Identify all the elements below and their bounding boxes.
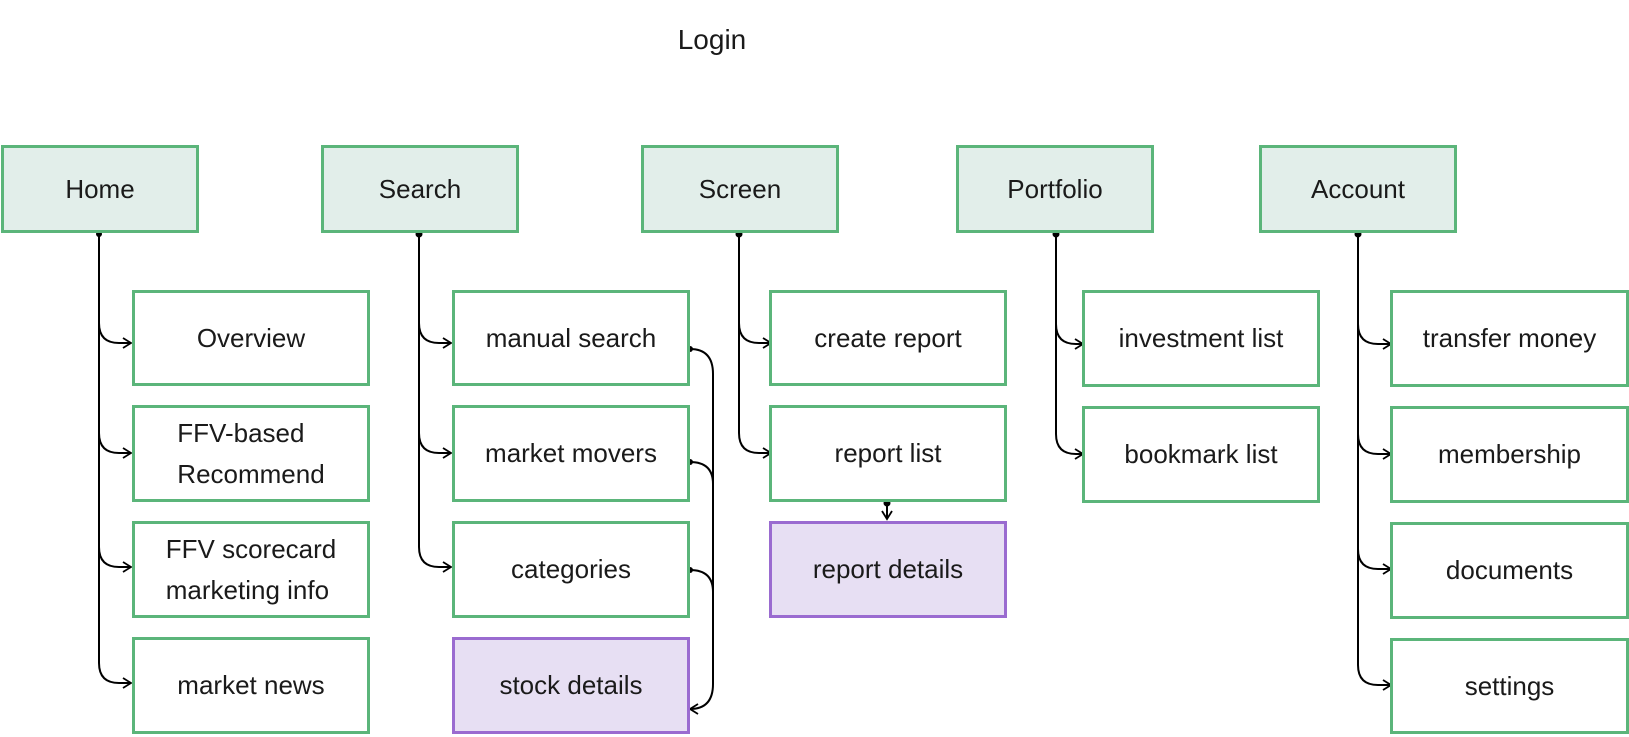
transfer-money-node: transfer money xyxy=(1390,290,1629,387)
documents-label: documents xyxy=(1445,555,1574,585)
create-report-label: create report xyxy=(814,322,962,353)
report-list-node: report list xyxy=(769,405,1007,502)
investment-list-node: investment list xyxy=(1082,290,1320,387)
manual-search-label: manual search xyxy=(485,322,657,353)
screen-label: Screen xyxy=(698,173,782,204)
connector-categories-to-stock xyxy=(689,569,714,593)
market-news-node: market news xyxy=(132,637,370,734)
connector-screen-list xyxy=(738,323,773,459)
account-label: Account xyxy=(1311,173,1405,204)
bookmark-list-label: bookmark list xyxy=(1124,439,1278,469)
page-title: Login xyxy=(677,24,747,55)
connector-home-market-news xyxy=(98,547,133,689)
create-report-node: create report xyxy=(769,290,1007,386)
settings-label: settings xyxy=(1464,670,1555,701)
search-node: Search xyxy=(321,145,519,233)
report-list-label: report list xyxy=(834,438,942,468)
market-movers-label: market movers xyxy=(485,438,657,468)
membership-label: membership xyxy=(1437,439,1582,469)
connector-account-settings xyxy=(1357,549,1393,691)
market-news-label: market news xyxy=(177,670,325,700)
ffv-recommend-node: FFV-based Recommend xyxy=(132,405,370,502)
connector-search-manual xyxy=(418,233,453,349)
connector-home-overview xyxy=(98,233,133,349)
membership-node: membership xyxy=(1390,406,1629,503)
screen-node: Screen xyxy=(641,145,839,233)
search-label: Search xyxy=(378,173,462,204)
ffv-scorecard-label: FFV scorecard marketing info xyxy=(165,533,337,605)
bookmark-list-node: bookmark list xyxy=(1082,406,1320,503)
manual-search-node: manual search xyxy=(452,290,690,386)
connector-search-categories xyxy=(418,433,453,573)
connector-portfolio-bookmark xyxy=(1055,324,1085,460)
connector-movers-to-stock xyxy=(689,461,714,485)
portfolio-node: Portfolio xyxy=(956,145,1154,233)
portfolio-label: Portfolio xyxy=(1007,173,1103,204)
home-label: Home xyxy=(65,173,135,204)
ffv-recommend-label: FFV-based Recommend xyxy=(177,417,325,489)
ffv-scorecard-node: FFV scorecard marketing info xyxy=(132,521,370,618)
settings-node: settings xyxy=(1390,638,1629,734)
connector-portfolio-investment xyxy=(1055,233,1085,350)
overview-node: Overview xyxy=(132,290,370,386)
market-movers-node: market movers xyxy=(452,405,690,502)
connector-account-transfer xyxy=(1357,233,1393,350)
stock-details-label: stock details xyxy=(499,670,643,700)
transfer-money-label: transfer money xyxy=(1422,323,1597,353)
account-node: Account xyxy=(1259,145,1457,233)
report-details-label: report details xyxy=(812,554,964,584)
connector-manual-to-stock xyxy=(688,348,714,715)
documents-node: documents xyxy=(1390,522,1629,619)
home-node: Home xyxy=(1,145,199,233)
stock-details-node: stock details xyxy=(452,637,690,734)
overview-label: Overview xyxy=(196,322,306,353)
investment-list-label: investment list xyxy=(1118,323,1284,353)
categories-node: categories xyxy=(452,521,690,618)
connector-screen-create xyxy=(738,233,773,349)
categories-label: categories xyxy=(511,554,631,584)
report-details-node: report details xyxy=(769,521,1007,618)
